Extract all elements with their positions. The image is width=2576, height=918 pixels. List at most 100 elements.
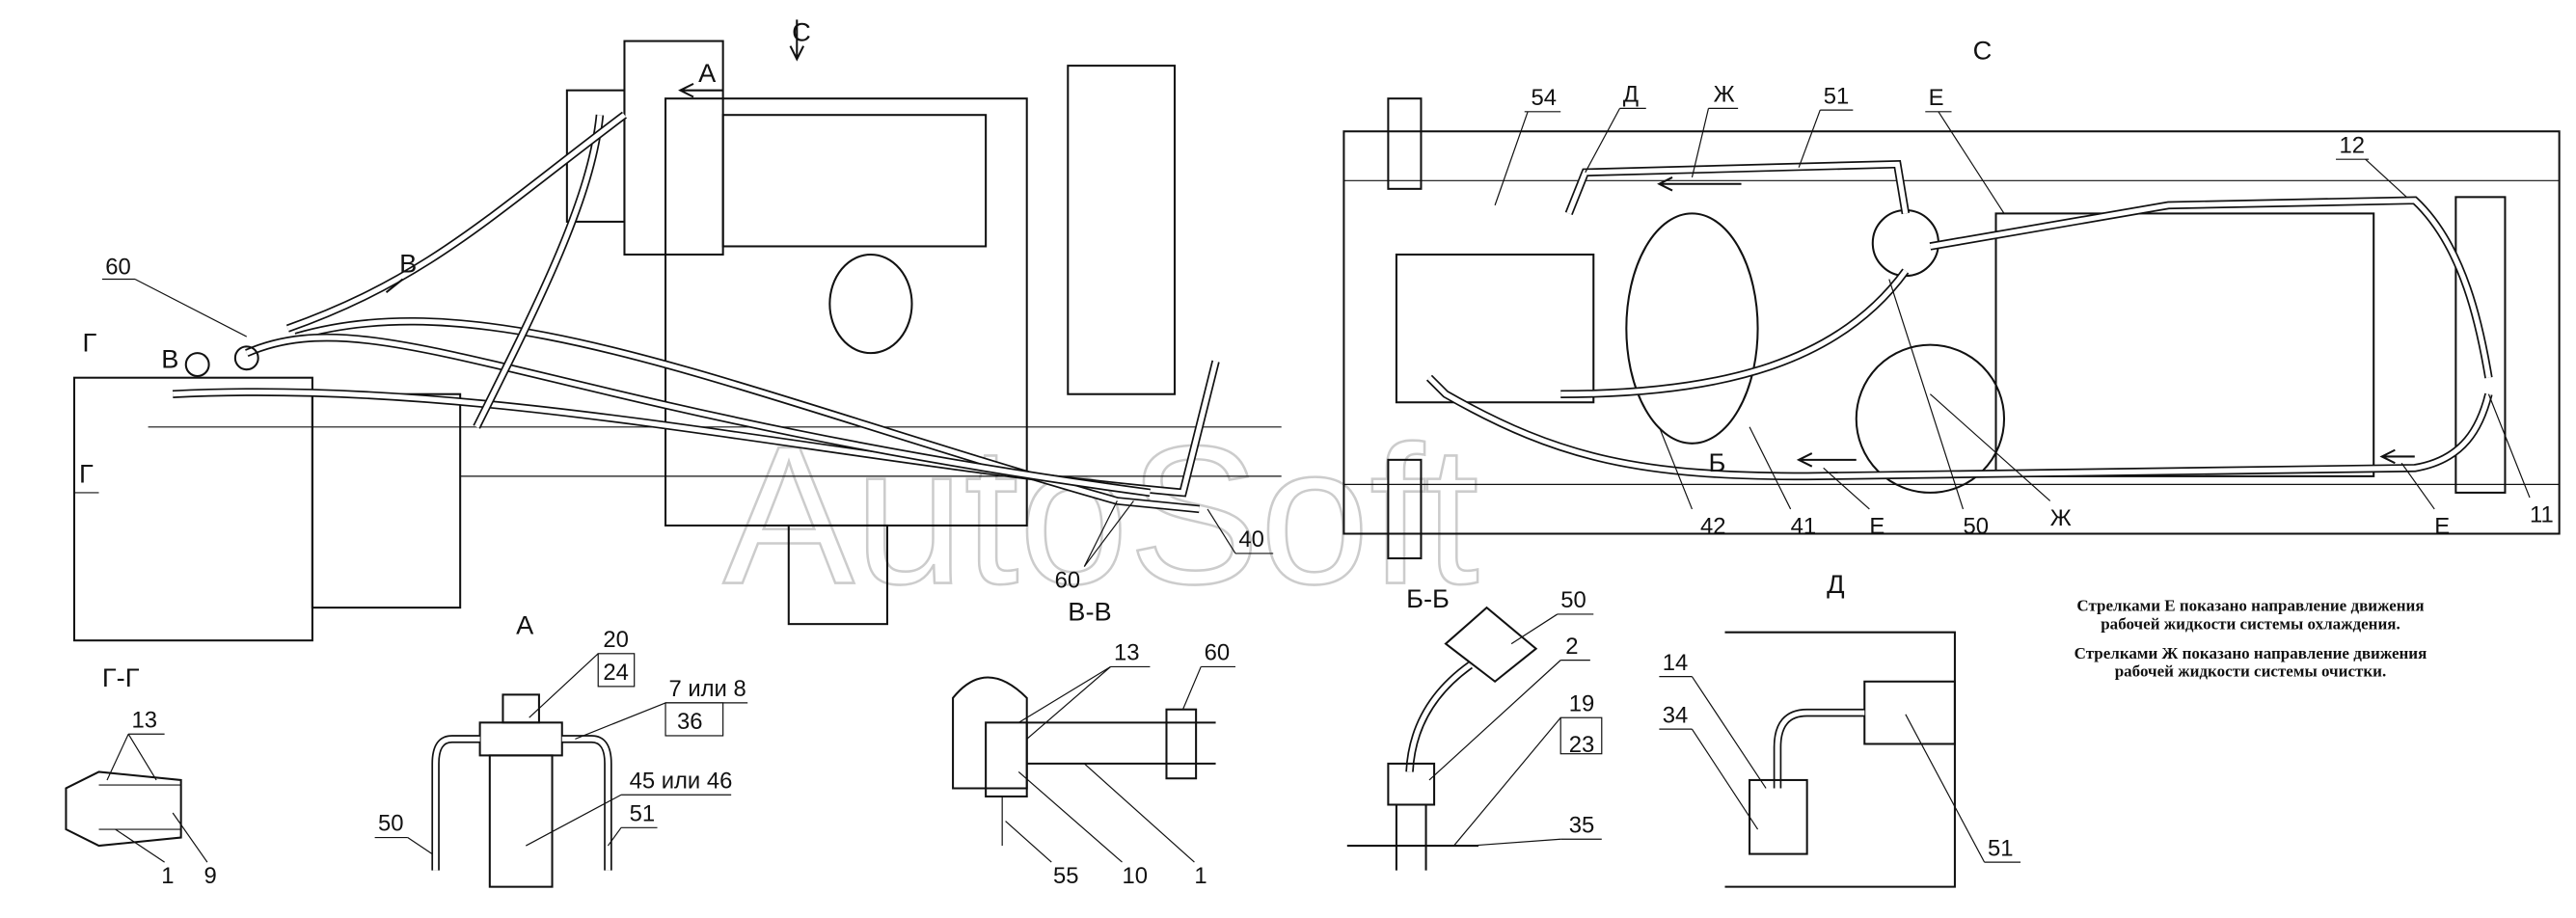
detail-title: Г-Г [102, 662, 140, 692]
section-v-label: В [399, 249, 417, 279]
view-a-arrow-icon [678, 82, 723, 98]
callout: 13 [132, 707, 158, 733]
callout: 11 [2530, 502, 2554, 528]
note-line: рабочей жидкости системы охлаждения. [2101, 614, 2400, 633]
detail-title: Б-Б [1406, 583, 1450, 613]
callout: 23 [1569, 732, 1595, 758]
nut [1387, 762, 1436, 806]
fitting-nut [1863, 680, 1956, 745]
detail-b-b: Б-Б 50 2 19 23 35 [1346, 583, 1603, 871]
view-c-label: С [792, 17, 811, 47]
hose-fitting [1444, 606, 1538, 684]
callout: 50 [1963, 513, 1989, 539]
oil-filter [828, 253, 913, 355]
callout: 45 или 46 [630, 768, 733, 794]
detail-title: А [516, 609, 534, 639]
callout: 13 [1114, 640, 1140, 666]
fitting [184, 352, 210, 378]
bracket [623, 40, 724, 256]
detail-v-v: 13 60 55 10 1 [952, 640, 1236, 889]
gearbox-plan [1395, 253, 1595, 404]
note-line: Стрелками Ж показано направление движени… [2074, 644, 2427, 662]
callout: 24 [603, 660, 629, 686]
section-g-label: Г [82, 327, 96, 357]
clutch-plan [1625, 212, 1759, 445]
callout: Д [1623, 82, 1639, 108]
flywheel-plan [1855, 343, 2006, 494]
detail-d: Д 14 34 51 [1659, 569, 2021, 888]
view-c-arrow-icon [789, 19, 805, 62]
section-arrow-icon [385, 278, 404, 293]
radiator [1067, 65, 1177, 395]
detail-title: Д [1827, 569, 1844, 599]
callout: 60 [1055, 568, 1081, 594]
callout: 60 [105, 254, 131, 280]
callout: 1 [1194, 863, 1207, 889]
callout: 2 [1565, 634, 1578, 660]
cylinder-head [721, 114, 988, 248]
section-g-label: Г [79, 459, 94, 489]
tube [1026, 721, 1216, 765]
callout: 14 [1663, 650, 1689, 676]
plan-pipes [1425, 159, 2493, 481]
view-a-label: А [698, 58, 717, 88]
callout: 41 [1791, 513, 1817, 539]
clamp [1165, 708, 1198, 780]
port-section [952, 676, 1028, 790]
section-b-label: Б [1708, 447, 1725, 477]
callout: 7 или 8 [668, 676, 746, 702]
callout: 60 [1205, 640, 1231, 666]
coolant-pipes [172, 111, 1220, 514]
callout: 50 [378, 811, 404, 837]
main-engine-view: С А В В 60 Г Г 40 60 В-В [72, 17, 1282, 642]
callout: 10 [1122, 863, 1148, 889]
filter-plan [1871, 208, 1939, 278]
union [1749, 778, 1808, 855]
section-v-label: В [161, 343, 178, 373]
callout: 40 [1238, 526, 1264, 553]
filter-bowl [488, 754, 554, 888]
housing-outline [1724, 631, 1956, 888]
radiator-plan [2454, 196, 2507, 494]
callout: 51 [630, 801, 656, 827]
flow-arrow-icon [2379, 448, 2415, 465]
callout: Ж [2050, 505, 2072, 531]
flow-arrow-icon [1657, 176, 1742, 192]
callout: 20 [603, 627, 629, 653]
filter-head [478, 721, 563, 757]
section-vv-label: В-В [1068, 597, 1111, 627]
callout: 9 [203, 863, 216, 889]
note-line: Стрелками Е показано направление движени… [2076, 597, 2424, 615]
callout: 34 [1663, 702, 1689, 728]
callout: 36 [677, 709, 703, 735]
note-line: рабочей жидкости системы очистки. [2115, 662, 2387, 681]
plan-top-callouts: 54 Д Ж 51 Е 12 [1494, 82, 2407, 214]
callout: Е [1929, 85, 1944, 111]
bottom-bracket [787, 524, 888, 626]
plan-bottom-callouts: Б 42 41 Е 50 Ж Е 11 [1658, 279, 2554, 539]
callout: Е [2434, 513, 2450, 539]
callout: 42 [1700, 513, 1726, 539]
flow-arrow-icon [1796, 452, 1857, 468]
callout: 51 [1988, 835, 2014, 861]
callout: Е [1869, 513, 1885, 539]
clutch-housing [311, 392, 462, 609]
callout: Ж [1714, 82, 1735, 108]
callout: 51 [1824, 83, 1850, 109]
callout: 1 [161, 863, 174, 889]
fitting [233, 345, 259, 371]
plan-view-c: С 54 Д Ж 51 Е [1342, 35, 2561, 560]
notes: Стрелками Е показано направление движени… [2074, 597, 2427, 681]
engine-plan [1994, 212, 2375, 477]
callout: 54 [1532, 85, 1558, 111]
detail-g-g: Г-Г 13 1 9 [65, 662, 217, 889]
callout: 19 [1569, 690, 1595, 716]
gearbox-outline [72, 376, 313, 642]
callout: 35 [1569, 812, 1595, 838]
callout: 55 [1053, 863, 1079, 889]
filter-valve [502, 693, 540, 724]
fitting-section [65, 770, 182, 848]
detail-a: А 20 24 7 или 8 36 45 или 46 51 50 [374, 609, 748, 888]
